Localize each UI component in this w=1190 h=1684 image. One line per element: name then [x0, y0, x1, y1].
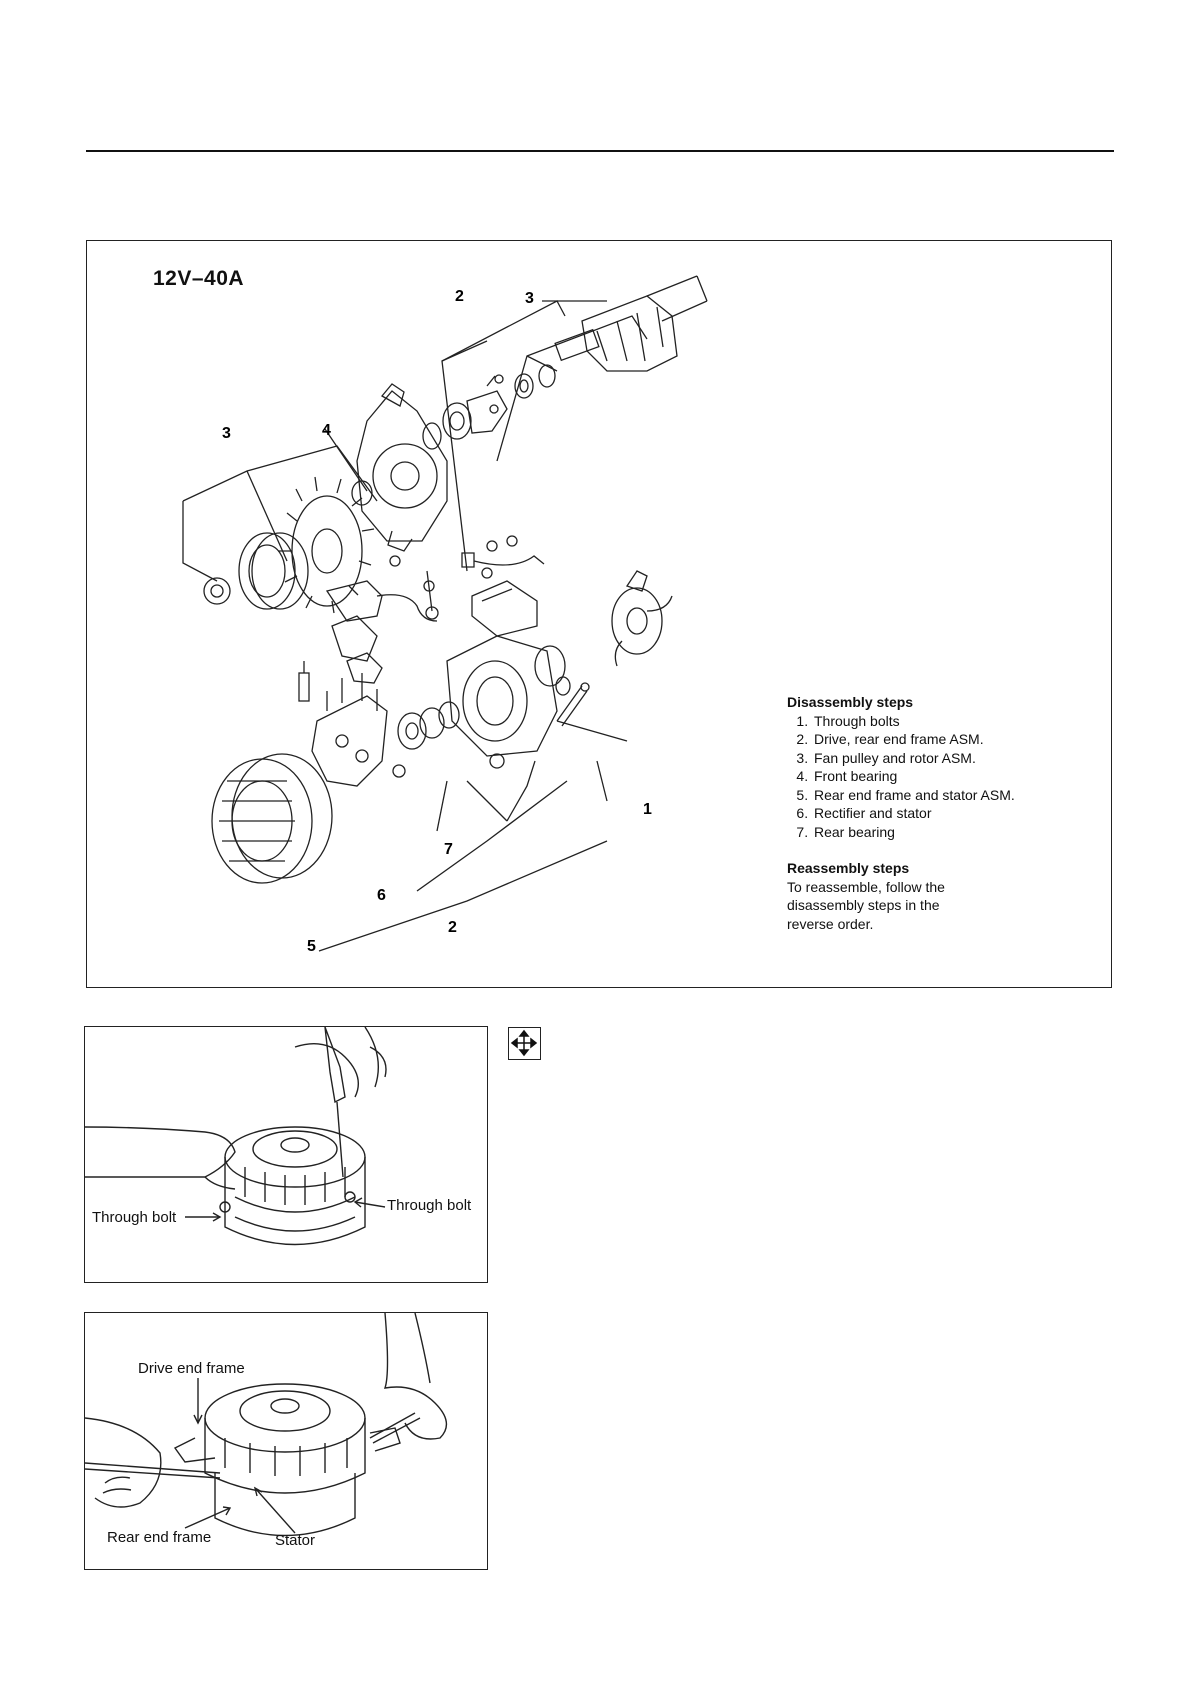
disassembly-list: Through bolts Drive, rear end frame ASM.… [787, 712, 1087, 842]
steps-panel: Disassembly steps Through bolts Drive, r… [787, 693, 1087, 933]
drive-end-frame-label: Drive end frame [138, 1360, 245, 1377]
disassembly-step: Through bolts [812, 712, 1087, 731]
callout-6: 6 [377, 887, 386, 904]
disassembly-step: Drive, rear end frame ASM. [812, 730, 1087, 749]
through-bolt-label-left: Through bolt [92, 1209, 177, 1226]
disassembly-step: Fan pulley and rotor ASM. [812, 749, 1087, 768]
callout-1: 1 [643, 801, 652, 818]
frame-separation-illustration: Drive end frame Rear end frame Stator [85, 1313, 448, 1549]
stator-label: Stator [275, 1532, 315, 1549]
header-rule [86, 150, 1114, 152]
callout-4: 4 [322, 422, 331, 439]
disassembly-step: Rear bearing [812, 823, 1087, 842]
disassembly-step: Rear end frame and stator ASM. [812, 786, 1087, 805]
disassemble-arrows-icon [508, 1027, 541, 1060]
disassembly-heading: Disassembly steps [787, 694, 914, 710]
callout-3-top: 3 [525, 290, 534, 307]
frame-separation-photo: Drive end frame Rear end frame Stator [84, 1312, 488, 1570]
through-bolt-label-right: Through bolt [387, 1197, 472, 1214]
callout-5: 5 [307, 938, 316, 955]
rear-end-frame-label: Rear end frame [107, 1529, 211, 1546]
reassembly-heading: Reassembly steps [787, 860, 910, 876]
callout-3-left: 3 [222, 425, 231, 442]
callout-7: 7 [444, 841, 453, 858]
through-bolt-illustration: Through bolt Through bolt [85, 1027, 472, 1246]
disassembly-step: Rectifier and stator [812, 804, 1087, 823]
callout-2-bottom: 2 [448, 919, 457, 936]
through-bolt-photo: Through bolt Through bolt [84, 1026, 488, 1283]
disassembly-step: Front bearing [812, 767, 1087, 786]
callout-2-top: 2 [455, 288, 464, 305]
diagram-title: 12V–40A [153, 267, 245, 290]
reassembly-text: To reassemble, follow the disassembly st… [787, 878, 945, 932]
exploded-view-panel: 2 3 3 4 1 7 6 2 5 12V–40A Disassembly st… [86, 240, 1112, 988]
exploded-alternator-diagram: 2 3 3 4 1 7 6 2 5 [182, 275, 708, 955]
